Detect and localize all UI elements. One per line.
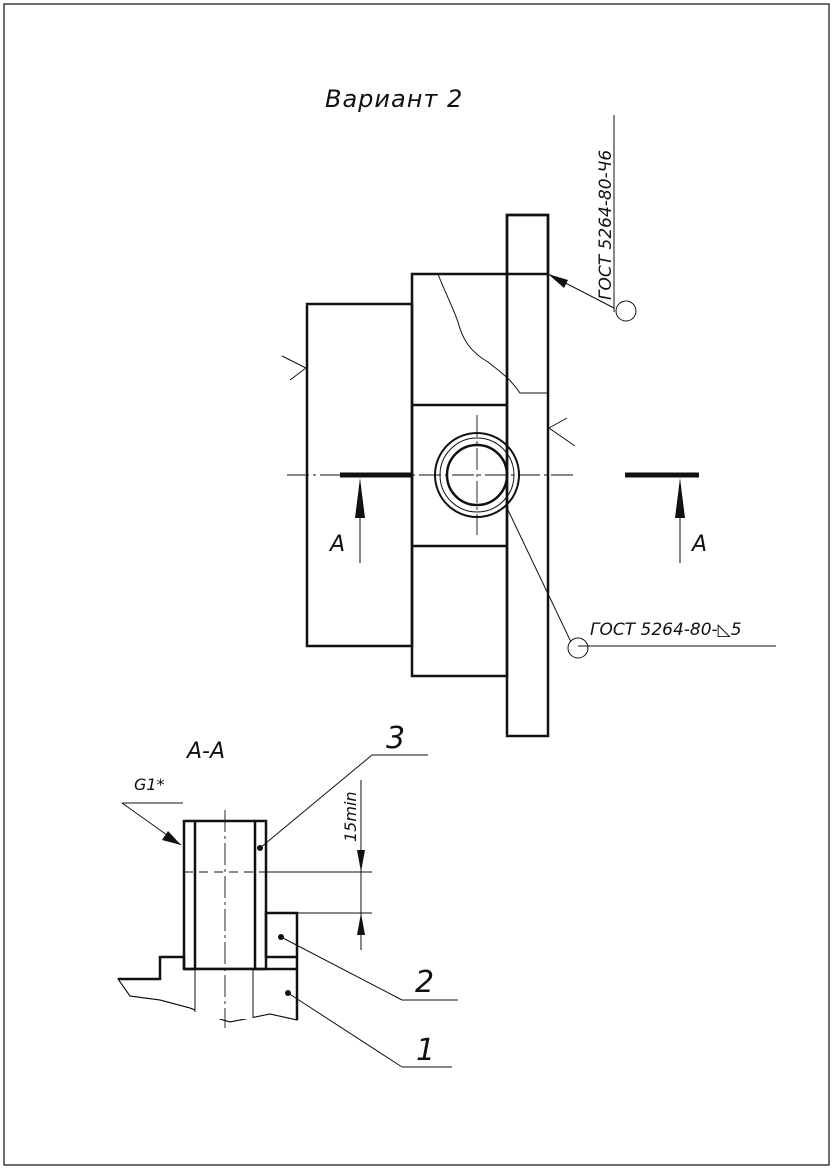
dimension-15min (266, 780, 372, 950)
part-number-3: 3 (386, 721, 405, 756)
main-view (281, 213, 576, 738)
right-plate-hatch (505, 213, 550, 276)
dimension-label: 15min (341, 791, 360, 842)
part-number-1: 1 (416, 1033, 435, 1068)
weld-callout-top-text: ГОСТ 5264-80-Ч6 (596, 150, 616, 300)
tube-wall-right (253, 819, 268, 971)
part-number-2: 2 (415, 965, 434, 1000)
surface-tick-right (548, 417, 576, 447)
section-cut-left (340, 472, 413, 563)
weld-callout-top (547, 115, 637, 322)
drawing-title: Вариант 2 (325, 85, 463, 113)
right-plate (505, 213, 550, 738)
tolerance-leader (121, 802, 183, 846)
tube-wall-left (182, 819, 197, 971)
part-2-leader (280, 936, 458, 1001)
ring (264, 911, 299, 959)
surface-tick-left (281, 355, 307, 381)
part-3-leader (259, 754, 428, 849)
part-1-leader (287, 992, 452, 1068)
section-label-right: А (690, 532, 707, 557)
section-title: А-А (185, 739, 225, 764)
section-label-left: А (328, 532, 345, 557)
broken-out-section (437, 273, 549, 394)
weld-callout-bottom (506, 507, 776, 659)
section-view (117, 810, 299, 1028)
section-cut-right (625, 472, 699, 563)
tolerance-label: G1* (134, 775, 165, 794)
weld-callout-bottom-text: ГОСТ 5264-80-◺5 (590, 620, 742, 640)
drawing-frame (3, 3, 830, 1166)
